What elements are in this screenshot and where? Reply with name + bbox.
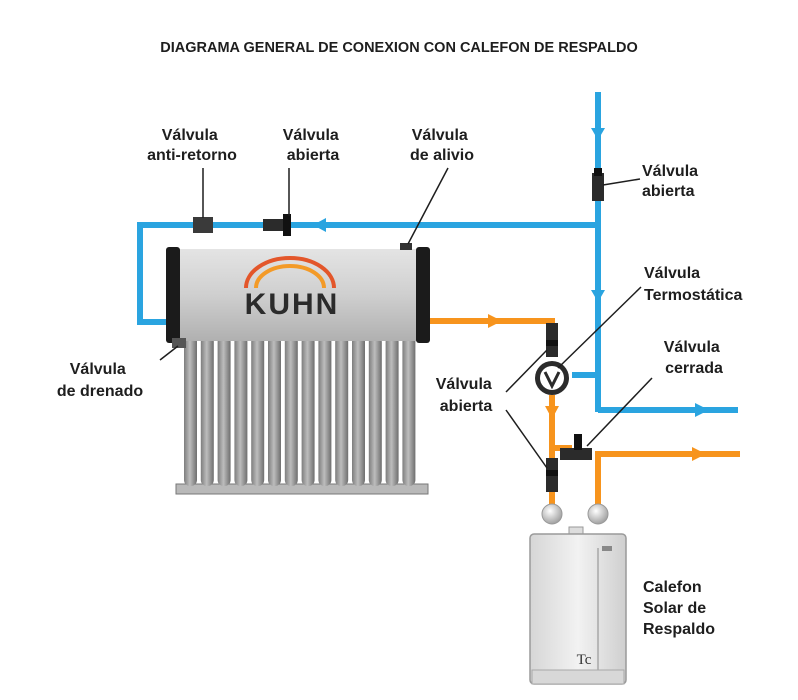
- vacuum-tube: [335, 336, 349, 486]
- cold-flow-arrows: [313, 128, 709, 417]
- label-line: Válvula: [644, 265, 700, 282]
- label-line: Válvula: [283, 127, 339, 144]
- label-line: Válvula: [642, 163, 698, 180]
- flow-arrow-down: [591, 290, 605, 302]
- backup-water-heater: Tc: [529, 492, 627, 685]
- valve-body: [592, 173, 604, 201]
- relief-valve-body: [400, 243, 412, 250]
- valve-handle: [546, 470, 558, 476]
- label-anti-return-valve: Válvula anti-retorno: [147, 127, 237, 164]
- label-open-valve-lower: Válvula abierta: [436, 376, 496, 415]
- leader-open-lower-b: [505, 409, 548, 469]
- hot-heater-outlet-pipe: [595, 451, 740, 506]
- heater-inlet-fitting: [541, 503, 563, 525]
- leader-open-lower-a: [505, 349, 548, 393]
- drain-valve-body: [172, 338, 186, 348]
- vacuum-tube: [368, 336, 382, 486]
- leader-thermostatic: [557, 286, 642, 369]
- label-line: Calefon: [643, 579, 702, 596]
- open-valve-lower: [546, 458, 558, 492]
- label-line: anti-retorno: [147, 147, 237, 164]
- flow-arrow-right: [692, 447, 706, 461]
- hot-flow-arrows: [488, 314, 706, 461]
- label-closed-valve: Válvula cerrada: [664, 339, 724, 377]
- label-line: de alivio: [410, 147, 474, 164]
- valve-v-mark: [543, 371, 561, 390]
- kuhn-logo: KUHN: [244, 256, 340, 321]
- tank-left-cap: [166, 247, 180, 343]
- label-line: Válvula: [70, 361, 126, 378]
- flow-arrow-down: [545, 406, 559, 419]
- label-line: Solar de: [643, 600, 706, 617]
- vacuum-tube: [301, 336, 315, 486]
- tank-right-cap: [416, 247, 430, 343]
- leader-relief: [407, 167, 449, 245]
- open-valve-top: [263, 214, 291, 236]
- diagram-title: DIAGRAMA GENERAL DE CONEXION CON CALEFON…: [160, 40, 637, 56]
- tank-body: [178, 249, 418, 341]
- valve-handle: [546, 340, 558, 346]
- label-line: Válvula: [412, 127, 468, 144]
- label-line: Válvula: [436, 376, 492, 393]
- logo-arc-outer: [244, 256, 336, 289]
- vacuum-tube: [352, 336, 365, 486]
- label-line: abierta: [642, 183, 695, 200]
- vacuum-tube: [318, 336, 332, 486]
- heater-model-mark: Tc: [577, 652, 592, 668]
- label-line: Válvula: [162, 127, 218, 144]
- anti-return-valve: [193, 217, 213, 233]
- vacuum-tube: [284, 336, 298, 486]
- valve-handle: [574, 434, 582, 450]
- closed-valve: [560, 434, 592, 460]
- label-relief-valve: Válvula de alivio: [410, 127, 474, 164]
- leader-closed: [586, 377, 653, 447]
- label-open-valve-right: Válvula abierta: [642, 163, 702, 200]
- collector-base-bar: [175, 483, 429, 495]
- vacuum-tube: [251, 336, 265, 486]
- valve-handle: [283, 214, 291, 236]
- cold-top-horizontal-pipe: [137, 222, 598, 325]
- heater-outlet-fitting: [587, 503, 609, 525]
- vacuum-tube: [268, 336, 281, 486]
- thermostatic-valve: [535, 361, 569, 395]
- leader-lines: [159, 167, 653, 469]
- label-line: de drenado: [57, 383, 143, 400]
- label-thermostatic-valve: Válvula Termostática: [644, 265, 743, 304]
- valve-body: [560, 448, 592, 460]
- label-backup-heater: Calefon Solar de Respaldo: [643, 579, 715, 638]
- vacuum-tube: [200, 336, 214, 486]
- label-line: Válvula: [664, 339, 720, 356]
- flow-arrow-right: [488, 314, 502, 328]
- label-drain-valve: Válvula de drenado: [57, 361, 143, 400]
- label-line: cerrada: [665, 360, 723, 377]
- leader-drain: [159, 345, 179, 361]
- heater-bottom-panel: [531, 669, 625, 685]
- open-valve-hot-upper: [546, 323, 558, 357]
- leader-open-right: [602, 178, 641, 186]
- flow-arrow-down: [591, 128, 605, 140]
- label-open-valve-top: Válvula abierta: [283, 127, 343, 164]
- flow-arrow-right: [695, 403, 709, 417]
- valves: [193, 168, 604, 492]
- solar-collector: KUHN: [166, 243, 430, 495]
- open-valve-right: [592, 168, 604, 201]
- label-line: Termostática: [644, 287, 743, 304]
- vacuum-tubes: [184, 336, 416, 486]
- label-line: abierta: [440, 398, 493, 415]
- vacuum-tube: [402, 336, 416, 486]
- vacuum-tube: [217, 336, 231, 486]
- valve-handle: [594, 168, 602, 176]
- logo-arc-inner: [254, 264, 326, 289]
- flow-arrow-left: [313, 218, 326, 232]
- vacuum-tube: [385, 336, 399, 486]
- brand-logo-text: KUHN: [245, 288, 340, 321]
- heater-indicator: [602, 546, 612, 551]
- label-line: abierta: [287, 147, 340, 164]
- label-line: Respaldo: [643, 621, 715, 638]
- heater-inlet-pipe: [549, 492, 555, 506]
- vacuum-tube: [234, 336, 248, 486]
- vacuum-tube: [184, 336, 197, 486]
